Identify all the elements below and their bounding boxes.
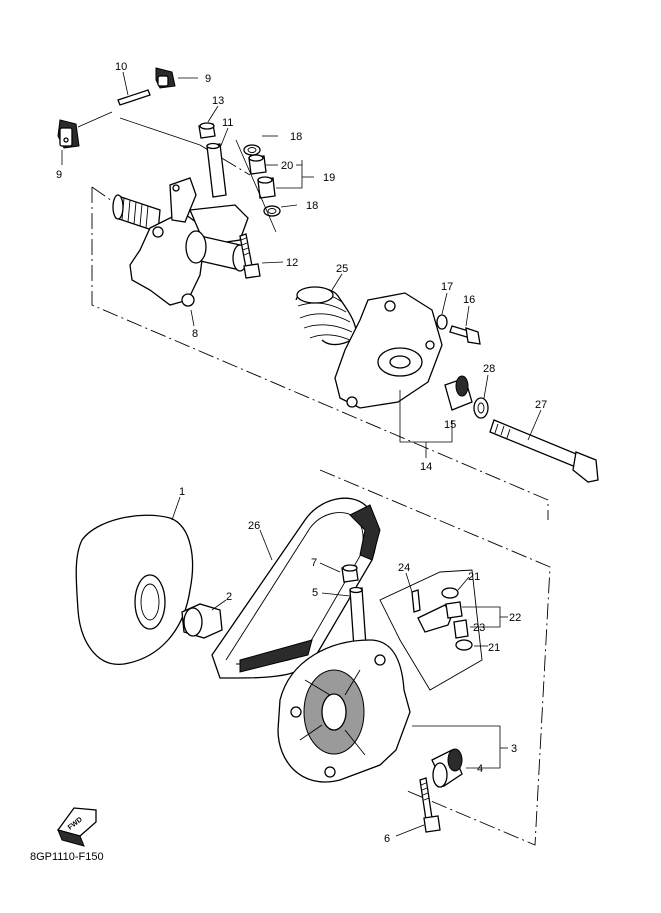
fixed-sheave-1 xyxy=(75,514,194,665)
callout-9-left: 9 xyxy=(56,169,62,181)
callout-6: 6 xyxy=(384,833,390,845)
nut-13 xyxy=(198,122,216,139)
callout-18-top: 18 xyxy=(290,131,302,143)
callout-23: 23 xyxy=(473,622,485,634)
callout-27: 27 xyxy=(535,399,547,411)
callout-9-top: 9 xyxy=(205,73,211,85)
slider-pad-9-top xyxy=(155,67,176,89)
callout-28: 28 xyxy=(483,363,495,375)
callout-5: 5 xyxy=(312,587,318,599)
callout-4: 4 xyxy=(477,763,483,775)
bushing-23 xyxy=(453,619,469,639)
callout-1: 1 xyxy=(179,486,185,498)
bearing-15 xyxy=(444,375,473,411)
bolt-12 xyxy=(239,233,261,279)
washer-21-bottom xyxy=(455,639,473,651)
callout-17: 17 xyxy=(441,281,453,293)
washer-17 xyxy=(436,314,448,330)
callout-24: 24 xyxy=(398,562,410,574)
callout-14: 14 xyxy=(420,461,432,473)
washer-28 xyxy=(473,397,489,419)
drive-belt-26 xyxy=(211,497,381,679)
callout-16: 16 xyxy=(463,294,475,306)
weight-group-outline xyxy=(379,569,483,691)
spring-25 xyxy=(295,286,357,346)
callout-21-top: 21 xyxy=(468,571,480,583)
bolt-6 xyxy=(419,777,441,833)
secondary-sheave-assembly-upper xyxy=(112,177,249,307)
callout-20: 20 xyxy=(281,160,293,172)
callout-8: 8 xyxy=(192,328,198,340)
bushing-19 xyxy=(257,176,276,199)
callout-18-bottom: 18 xyxy=(306,200,318,212)
callout-labels: 1 2 3 4 5 6 7 8 9 9 10 11 12 13 14 15 16… xyxy=(56,61,547,845)
long-bolt-27 xyxy=(489,419,599,483)
bushing-20 xyxy=(248,154,267,175)
forward-direction-arrow: FWD xyxy=(56,807,97,847)
split-collar-2 xyxy=(181,603,223,639)
pin-10 xyxy=(77,89,201,146)
callout-2: 2 xyxy=(226,591,232,603)
callout-21-bottom: 21 xyxy=(488,642,500,654)
callout-26: 26 xyxy=(248,520,260,532)
callout-19: 19 xyxy=(323,172,335,184)
weight-arm-24 xyxy=(411,589,453,633)
washer-21-top xyxy=(441,587,459,599)
callout-7: 7 xyxy=(311,557,317,569)
nut-7 xyxy=(341,564,359,583)
washer-18-bottom xyxy=(263,205,281,217)
washer-18-top xyxy=(243,144,261,156)
collar-11 xyxy=(206,142,227,198)
bolt-16 xyxy=(449,325,481,345)
callout-13: 13 xyxy=(212,95,224,107)
bushing-22 xyxy=(445,601,463,619)
callout-10: 10 xyxy=(115,61,127,73)
callout-22: 22 xyxy=(509,612,521,624)
callout-25: 25 xyxy=(336,263,348,275)
bearing-4 xyxy=(431,748,463,788)
diagram-code: 8GP1110-F150 xyxy=(30,851,104,863)
cover-plate-14 xyxy=(334,292,443,409)
collar-5 xyxy=(349,586,367,649)
callout-11: 11 xyxy=(222,117,233,129)
leader-lines xyxy=(61,71,542,837)
callout-15: 15 xyxy=(444,419,456,431)
callout-12: 12 xyxy=(286,257,298,269)
callout-3: 3 xyxy=(511,743,517,755)
slider-pad-9-left xyxy=(57,119,80,149)
sliding-sheave-3 xyxy=(277,639,411,783)
